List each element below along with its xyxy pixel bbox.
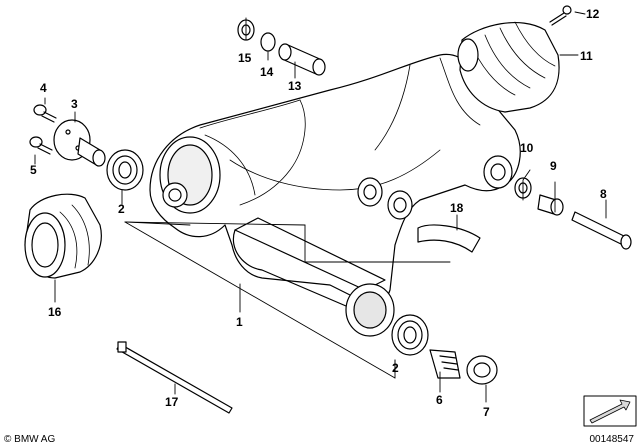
callout-6: 6 <box>436 393 443 407</box>
callout-2-lower: 2 <box>392 361 399 375</box>
part-6-adjuster <box>429 349 461 379</box>
callout-labels: 1 2 2 3 4 5 6 7 8 9 10 11 12 13 14 15 16… <box>30 7 607 419</box>
callout-17: 17 <box>165 395 179 409</box>
part-18-cover <box>417 224 481 253</box>
callout-9: 9 <box>550 159 557 173</box>
part-11-boot <box>457 21 560 113</box>
part-16-gaiter <box>24 193 102 279</box>
part-2-bearing-upper <box>106 149 144 191</box>
callout-8: 8 <box>600 187 607 201</box>
part-8-bolt <box>571 211 632 250</box>
part-5-bolt <box>29 136 53 155</box>
part-3-flange <box>53 119 106 167</box>
callout-11: 11 <box>580 49 593 63</box>
part-9-bushing <box>537 194 564 216</box>
callout-5: 5 <box>30 163 37 177</box>
part-13-sleeve <box>278 43 326 76</box>
leader-lines <box>34 11 607 403</box>
callout-18: 18 <box>450 201 464 215</box>
callout-10: 10 <box>520 141 534 155</box>
callout-1: 1 <box>236 315 243 329</box>
callout-3: 3 <box>71 97 78 111</box>
callout-2-upper: 2 <box>118 202 125 216</box>
orientation-arrow-icon <box>583 395 637 427</box>
callout-12: 12 <box>586 7 600 21</box>
part-14-ring <box>260 32 276 52</box>
callout-4: 4 <box>40 81 47 95</box>
part-2-bearing-lower <box>391 314 429 356</box>
part-7-locknut <box>466 355 498 385</box>
part-4-bolt <box>33 104 57 123</box>
callout-15: 15 <box>238 51 252 65</box>
part-17-cable-tie <box>116 341 233 414</box>
copyright-text: © BMW AG <box>4 434 56 445</box>
diagram-id-text: 00148547 <box>589 434 635 445</box>
swing-arm <box>149 53 521 337</box>
callout-16: 16 <box>48 305 62 319</box>
part-12-screw <box>549 5 572 26</box>
callout-7: 7 <box>483 405 490 419</box>
callout-14: 14 <box>260 65 274 79</box>
callout-13: 13 <box>288 79 302 93</box>
